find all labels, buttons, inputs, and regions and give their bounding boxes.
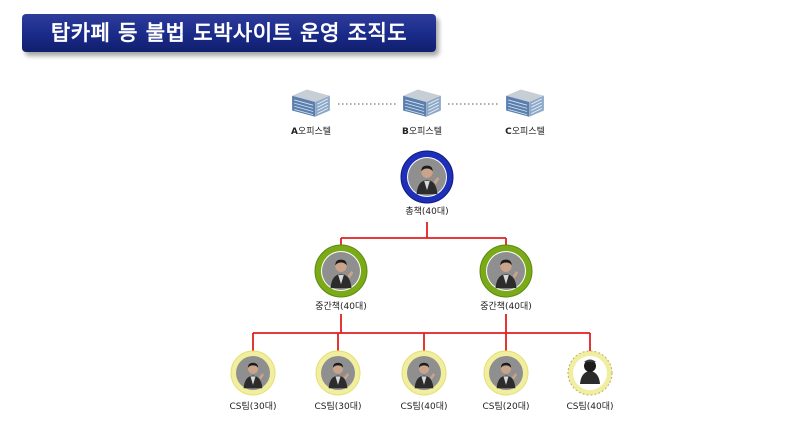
person-icon xyxy=(408,158,446,196)
person-icon xyxy=(407,356,441,390)
connector-lines xyxy=(252,222,591,352)
boss-node: 총책(40대) xyxy=(400,150,454,217)
cs-team-node: CS팀(20대) xyxy=(482,350,530,412)
building-icon xyxy=(402,89,442,117)
title-banner: 탑카페 등 불법 도박사이트 운영 조직도 xyxy=(22,14,436,52)
boss-label: 총책(40대) xyxy=(405,205,448,217)
office-label: C오피스텔 xyxy=(505,125,545,137)
person-icon xyxy=(322,252,360,290)
diagram-title: 탑카페 등 불법 도박사이트 운영 조직도 xyxy=(50,21,408,45)
cs-team-node: CS팀(40대) xyxy=(400,350,448,412)
office-label: A오피스텔 xyxy=(291,125,331,137)
cs-team-label: CS팀(40대) xyxy=(566,400,613,412)
cs-team-node: CS팀(30대) xyxy=(314,350,362,412)
middle-label: 중간책(40대) xyxy=(480,300,532,312)
cs-team-node: CS팀(40대) xyxy=(566,350,614,412)
middle-label: 중간책(40대) xyxy=(315,300,367,312)
person-icon xyxy=(236,356,270,390)
cs-team-label: CS팀(30대) xyxy=(229,400,276,412)
person-icon xyxy=(487,252,525,290)
person-icon xyxy=(321,356,355,390)
middle-node: 중간책(40대) xyxy=(314,244,368,312)
middle-node: 중간책(40대) xyxy=(479,244,533,312)
person-icon xyxy=(573,356,607,390)
cs-team-label: CS팀(30대) xyxy=(314,400,361,412)
office-label: B오피스텔 xyxy=(402,125,442,137)
building-icon xyxy=(291,89,331,117)
cs-team-node: CS팀(30대) xyxy=(229,350,277,412)
cs-team-label: CS팀(20대) xyxy=(482,400,529,412)
cs-team-label: CS팀(40대) xyxy=(400,400,447,412)
office-group: A오피스텔 B오피스텔 C오피스텔 xyxy=(291,89,545,137)
building-icon xyxy=(505,89,545,117)
person-icon xyxy=(489,356,523,390)
